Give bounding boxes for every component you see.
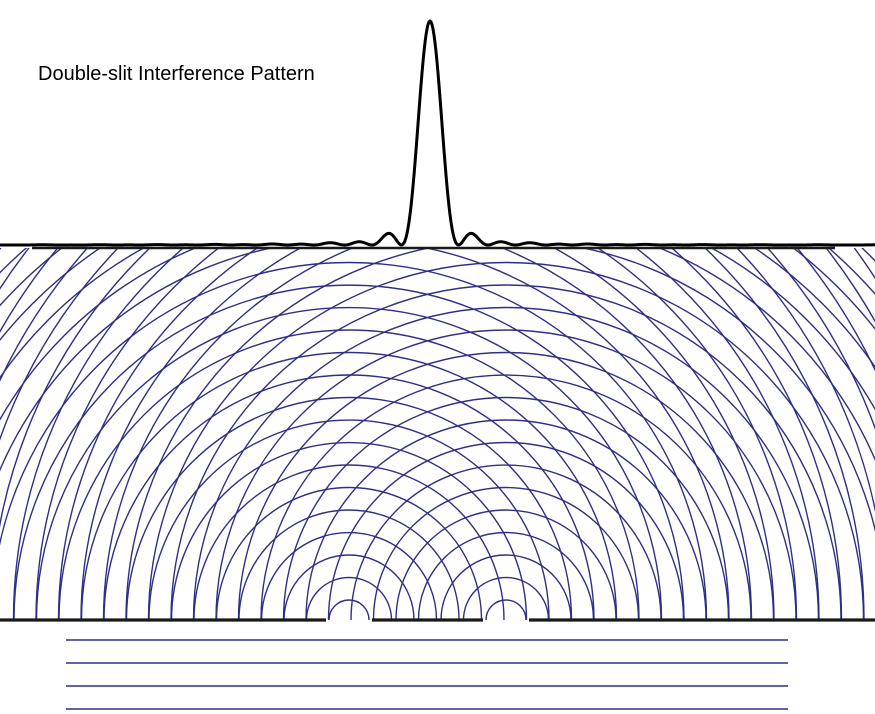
- wavefront-arc: [462, 576, 550, 620]
- wavefront-arc: [125, 248, 875, 620]
- wavefront-arc: [0, 0, 875, 620]
- wavefront-arc: [0, 248, 59, 333]
- wavefront-arc: [853, 248, 875, 280]
- wavefront-arc: [0, 0, 875, 620]
- wavefront-arc: [0, 248, 89, 382]
- wavefront-arc: [0, 248, 798, 620]
- wavefront-arc: [0, 261, 708, 620]
- wavefront-arc: [0, 0, 875, 620]
- wavefront-arc: [237, 351, 775, 620]
- wavefront-arc: [0, 248, 730, 620]
- wavefront-arc: [170, 441, 528, 620]
- wavefront-arc: [0, 248, 30, 290]
- wavefront-arc: [0, 248, 775, 620]
- wavefront-arc: [57, 248, 875, 620]
- wavefront-arc: [796, 248, 875, 372]
- wavefront-arc: [148, 419, 550, 620]
- wavefront-arc: [766, 248, 875, 430]
- wavefront-arc: [305, 576, 393, 620]
- wavefront-arc: [0, 248, 820, 620]
- wavefront-arc: [0, 0, 875, 620]
- wavefront-arc: [0, 0, 875, 620]
- wavefront-arc: [102, 248, 875, 620]
- wavefront-arc: [58, 329, 640, 620]
- wavefront-arc: [0, 248, 843, 620]
- intensity-curve: [0, 19, 875, 247]
- wavefront-arc: [395, 509, 617, 620]
- wavefront-arc: [485, 599, 527, 620]
- wavefront-arc: [170, 284, 842, 620]
- wavefront-arc: [0, 0, 875, 620]
- wavefront-arc: [282, 396, 730, 620]
- wavefront-arc: [13, 284, 685, 620]
- wavefront-arc: [0, 0, 875, 620]
- wavefront-arc: [0, 0, 875, 620]
- wavefront-arc: [0, 248, 753, 620]
- wavefront-arc: [192, 306, 820, 620]
- wavefront-arc: [440, 554, 572, 620]
- wavefront-arc: [103, 374, 595, 620]
- wavefront-arc: [0, 0, 875, 620]
- wavefront-arc: [193, 464, 505, 620]
- wavefront-arc: [12, 248, 875, 620]
- incoming-plane-waves: [66, 639, 788, 710]
- wavefront-arc: [735, 248, 875, 514]
- wavefront-arc: [125, 396, 573, 620]
- wavefront-arc: [0, 248, 2, 251]
- wavefront-arc: [0, 248, 120, 442]
- wavefront-arc: [260, 374, 752, 620]
- wavefront-arc: [80, 351, 618, 620]
- wavefront-arc: [328, 599, 370, 620]
- wavefront-arc: [0, 248, 875, 529]
- wavefront-arc: [305, 419, 707, 620]
- wavefront-arc: [215, 486, 483, 620]
- wavefront-arc: [238, 509, 460, 620]
- wavefront-arc: [80, 248, 875, 620]
- wavefront-arc: [417, 531, 595, 620]
- wavefront-arc: [825, 248, 875, 323]
- wavefront-arc: [372, 486, 640, 620]
- wavefront-arc: [147, 261, 865, 620]
- wavefront-arc: [327, 441, 685, 620]
- wavefront-arc: [350, 464, 662, 620]
- wavefront-arc: [0, 0, 875, 620]
- wavefront-arc: [215, 329, 797, 620]
- wavefront-arc: [0, 0, 875, 620]
- wavefront-arc: [0, 0, 875, 620]
- diagram-title: Double-slit Interference Pattern: [38, 63, 315, 85]
- wavefront-arc: [704, 248, 865, 620]
- circular-wavefronts: [0, 0, 875, 620]
- wavefront-arc: [35, 306, 663, 620]
- wavefront-arc: [283, 554, 415, 620]
- wavefront-arc: [35, 248, 875, 620]
